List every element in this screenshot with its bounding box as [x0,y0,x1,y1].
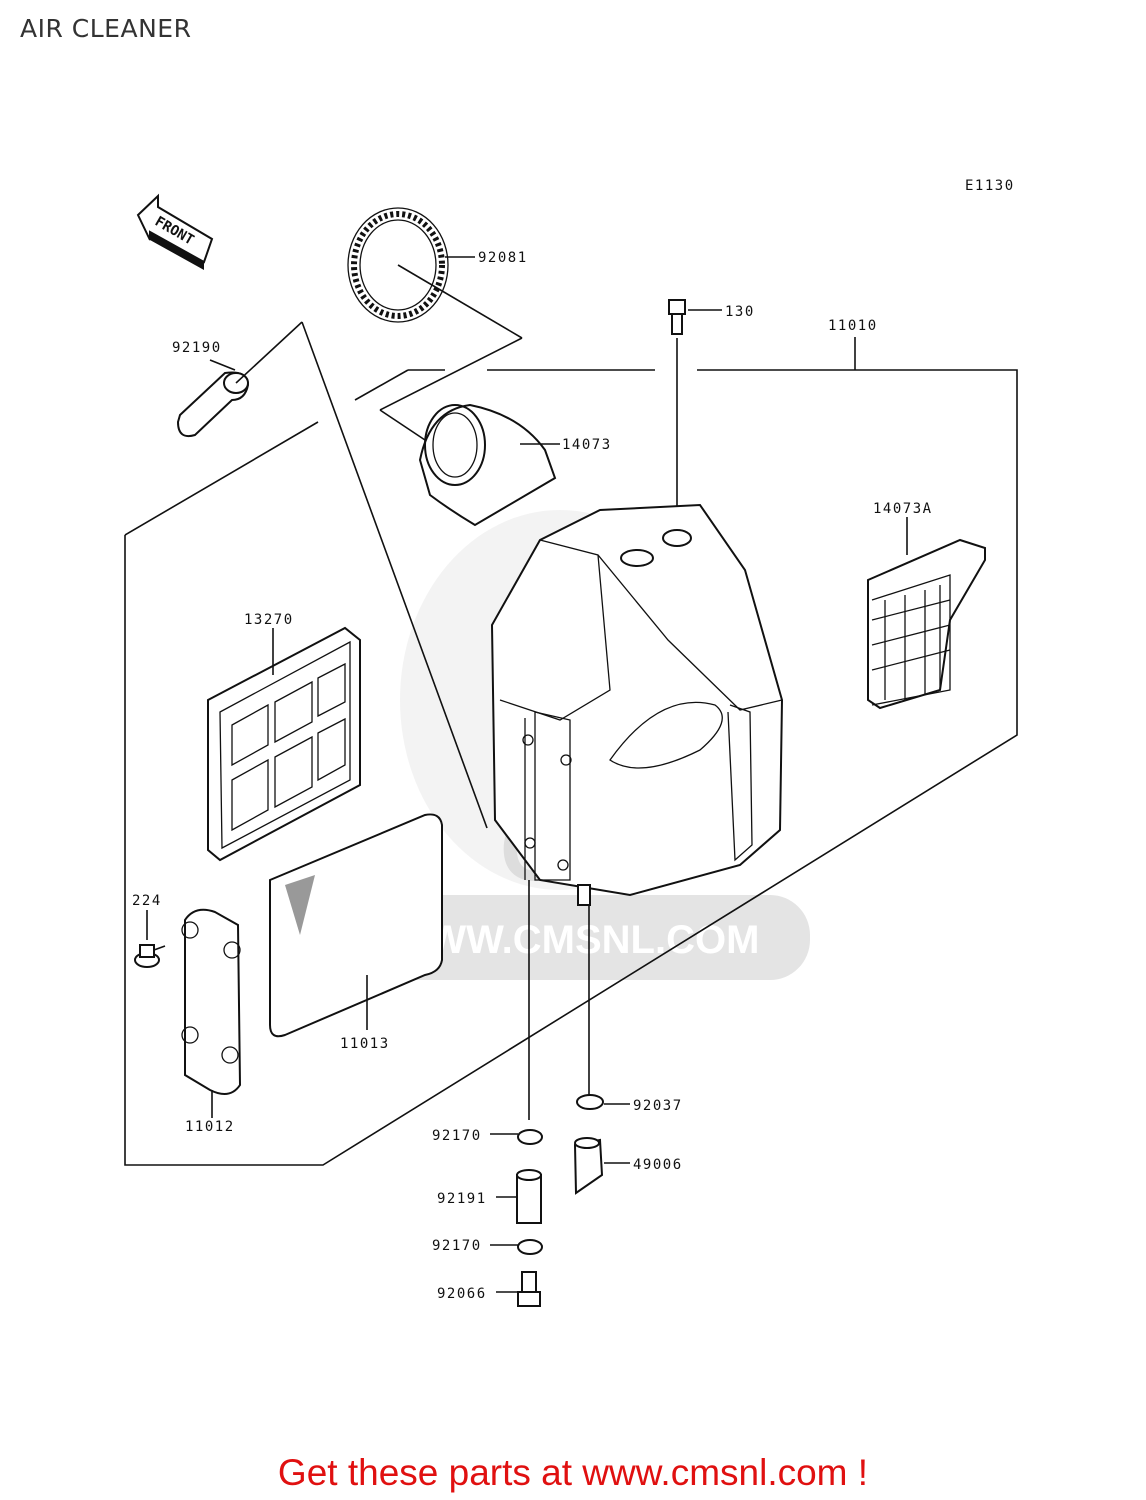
intake-duct-icon [867,517,986,710]
clamp-92170-upper-icon [490,1129,543,1145]
part-label-224[interactable]: 224 [132,893,162,909]
front-arrow-icon: FRONT [136,193,214,270]
part-label-92191[interactable]: 92191 [437,1191,487,1207]
clamp-spring-icon [347,207,523,441]
diagram-code: E1130 [965,178,1015,194]
part-label-130[interactable]: 130 [725,304,755,320]
watermark-text: WWW.CMSNL.COM [391,918,760,962]
page-title: AIR CLEANER [20,14,192,43]
part-label-92081[interactable]: 92081 [478,250,528,266]
footer-link[interactable]: Get these parts at www.cmsnl.com ! [277,1452,869,1493]
part-labels: 92081 130 11010 92190 14073 14073A 13270… [132,250,933,1302]
part-label-92190[interactable]: 92190 [172,340,222,356]
air-box-body [490,503,784,1120]
part-label-11013[interactable]: 11013 [340,1036,390,1052]
part-label-11012[interactable]: 11012 [185,1119,235,1135]
duct-icon [418,403,560,527]
part-label-49006[interactable]: 49006 [633,1157,683,1173]
bolt-icon [668,299,722,535]
plug-92066-icon [496,1271,541,1307]
part-label-14073A[interactable]: 14073A [873,501,933,517]
part-label-14073[interactable]: 14073 [562,437,612,453]
part-label-13270[interactable]: 13270 [244,612,294,628]
filter-element-icon [269,813,443,1038]
part-label-92066[interactable]: 92066 [437,1286,487,1302]
clamp-92037-icon [576,1094,630,1110]
screw-icon [134,910,166,968]
part-label-11010[interactable]: 11010 [828,318,878,334]
clamp-92170-lower-icon [490,1239,543,1255]
cover-plate-icon [181,908,242,1118]
pipe-icon [176,321,488,829]
part-label-92170-upper[interactable]: 92170 [432,1128,482,1144]
drain-cap-icon [573,1137,630,1195]
part-label-92170-lower[interactable]: 92170 [432,1238,482,1254]
part-label-92037[interactable]: 92037 [633,1098,683,1114]
element-holder-icon [207,626,361,862]
hose-92191-icon [496,1169,542,1224]
assembly-frame [124,337,1018,1166]
